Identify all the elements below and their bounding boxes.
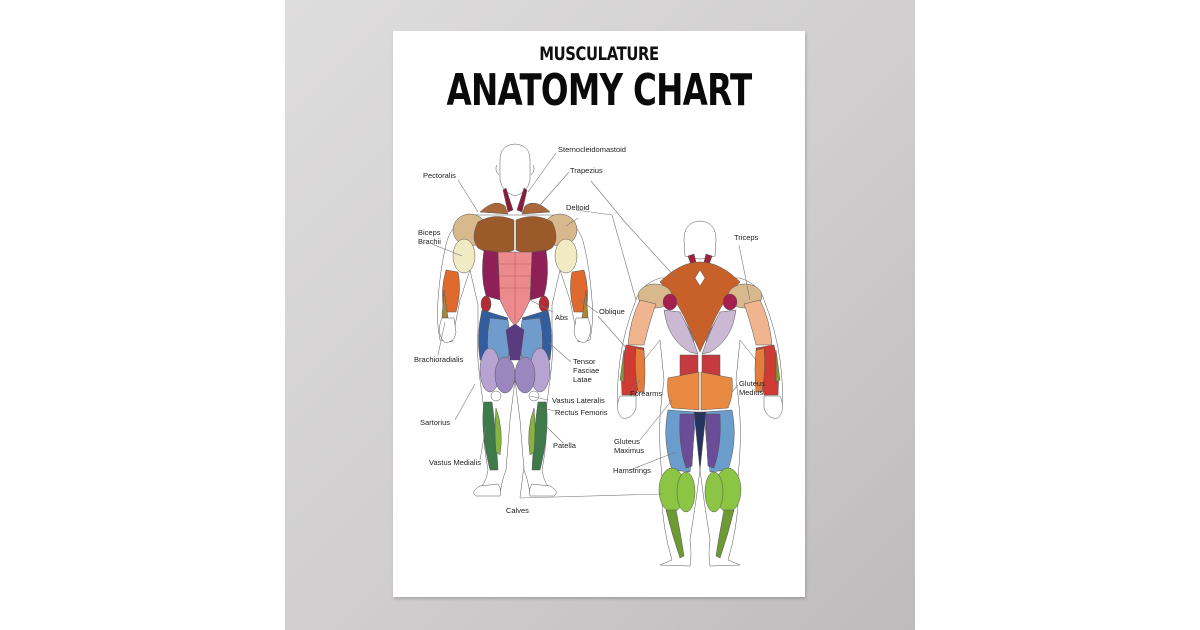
label-forearms: Forearms	[630, 389, 663, 398]
label-deltoid: Deltoid	[566, 203, 590, 212]
label-trapezius: Trapezius	[570, 166, 603, 175]
label-biceps-line2: Brachii	[418, 237, 441, 246]
front-figure	[437, 143, 593, 497]
label-abs: Abs	[555, 313, 568, 322]
label-patella: Patella	[553, 441, 576, 450]
label-sternocleidomastoid: Sternocleidomastoid	[558, 145, 626, 154]
back-figure	[617, 220, 783, 567]
poster-title: ANATOMY CHART	[446, 65, 753, 116]
label-sartorius: Sartorius	[420, 418, 451, 427]
label-tensor-line1: Tensor	[573, 357, 596, 366]
label-brachioradialis: Brachioradialis	[414, 355, 464, 364]
label-gluteus-maximus-line1: Gluteus	[614, 437, 640, 446]
label-gluteus-maximus-line2: Maximus	[614, 446, 645, 455]
label-oblique: Oblique	[599, 307, 625, 316]
label-biceps-line1: Biceps	[418, 228, 441, 237]
label-hamstrings: Hamstrings	[613, 466, 651, 475]
label-calves: Calves	[506, 506, 529, 515]
label-tensor-line2: Fasciae	[573, 366, 600, 375]
label-tensor-fasciae-latae: Tensor Fasciae Latae	[573, 357, 599, 384]
label-pectoralis: Pectoralis	[423, 171, 456, 180]
leader-lines	[431, 152, 751, 499]
label-rectus-femoris: Rectus Femoris	[555, 408, 608, 417]
label-gluteus-medius-line1: Gluteus	[739, 379, 765, 388]
poster-subtitle: MUSCULATURE	[539, 43, 659, 65]
label-gluteus-medius: Gluteus Medius	[739, 379, 765, 397]
label-gluteus-medius-line2: Medius	[739, 388, 764, 397]
label-vastus-medialis: Vastus Medialis	[429, 458, 481, 467]
label-biceps-brachii: Biceps Brachii	[418, 228, 441, 246]
label-gluteus-maximus: Gluteus Maximus	[614, 437, 644, 455]
label-vastus-lateralis: Vastus Lateralis	[552, 396, 605, 405]
label-triceps: Triceps	[734, 233, 759, 242]
label-tensor-line3: Latae	[573, 375, 592, 384]
